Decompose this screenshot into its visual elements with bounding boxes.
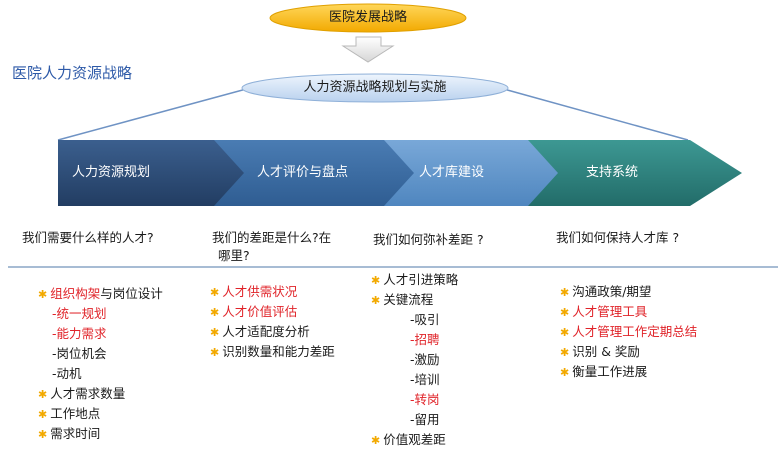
funnel-line-right [499,87,689,141]
bullet-icon: ✱ [560,326,570,339]
col3-item: -吸引 [410,312,440,327]
col3-item: ✱人才引进策略 [371,270,458,290]
question-1: 我们需要什么样的人才? [22,230,154,245]
col1-item-org-rest: 与岗位设计 [100,286,163,301]
bullet-icon: ✱ [371,294,381,307]
bullet-icon: ✱ [38,408,48,421]
col4-item: ✱人才管理工作定期总结 [560,322,697,342]
col2-item-text: 人才适配度分析 [222,324,310,339]
col1-item-text: 需求时间 [50,426,101,441]
col3-item-text: 关键流程 [383,292,434,307]
col3-item-text: 价值观差距 [383,432,446,447]
bullet-icon: ✱ [210,346,220,359]
top-strategy-label: 医院发展战略 [328,10,407,25]
col1-item: -动机 [52,366,82,381]
stage-label-4: 支持系统 [586,165,639,180]
col2-item-text: 人才价值评估 [222,304,298,319]
col3-item: -招聘 [410,332,440,347]
stage-chevron-1 [58,140,248,206]
col4-item-text: 人才管理工作定期总结 [572,324,698,339]
bullet-icon: ✱ [560,366,570,379]
col2-item-text: 人才供需状况 [222,284,298,299]
bullet-icon: ✱ [371,434,381,447]
col1-item: ✱工作地点 [38,404,100,424]
bullet-icon: ✱ [38,388,48,401]
bullet-icon: ✱ [210,306,220,319]
col4-item-text: 衡量工作进展 [572,364,648,379]
col1-item: -能力需求 [52,326,107,341]
bullet-icon: ✱ [210,286,220,299]
subtitle-label: 人力资源战略规划与实施 [303,80,447,95]
col4-item: ✱衡量工作进展 [560,362,647,382]
stage-chevron-3 [384,140,562,206]
stage-label-2: 人才评价与盘点 [257,165,349,180]
col1-item: -岗位机会 [52,346,107,361]
stage-label-1: 人力资源规划 [72,165,151,180]
col3-item: ✱关键流程 [371,290,433,310]
col3-item: -激励 [410,352,440,367]
bullet-icon: ✱ [38,288,48,301]
col3-item: -留用 [410,412,440,427]
col1-item-text: 工作地点 [50,406,101,421]
bullet-icon: ✱ [210,326,220,339]
col4-item-text: 沟通政策/期望 [572,284,652,299]
col1-item-text: 人才需求数量 [50,386,126,401]
stage-chevron-4 [528,140,742,206]
col4-item: ✱沟通政策/期望 [560,282,651,302]
subtitle-oval [241,73,509,103]
question-4: 我们如何保持人才库 ? [556,230,680,245]
col2-item: ✱人才适配度分析 [210,322,310,342]
stage-chevron-2 [214,140,418,206]
question-3: 我们如何弥补差距 ? [373,232,484,247]
bullet-icon: ✱ [560,346,570,359]
bullet-icon: ✱ [38,428,48,441]
side-title: 医院人力资源战略 [12,64,133,82]
stage-label-3: 人才库建设 [419,165,485,180]
bullet-icon: ✱ [371,274,381,287]
col4-item: ✱人才管理工具 [560,302,647,322]
bullet-icon: ✱ [560,306,570,319]
col3-item: ✱价值观差距 [371,430,446,450]
top-strategy-oval [269,3,467,33]
col3-item: -培训 [410,372,440,387]
col3-item-text: 人才引进策略 [383,272,459,287]
col1-item: ✱需求时间 [38,424,100,444]
col1-item: ✱人才需求数量 [38,384,125,404]
question-2-cont: 哪里? [218,248,250,263]
col2-item-text: 识别数量和能力差距 [222,344,335,359]
col4-item-text: 人才管理工具 [572,304,648,319]
col4-item: ✱识别 & 奖励 [560,342,640,362]
funnel-line-left [57,87,251,141]
col1-item-org: ✱组织构架与岗位设计 [38,284,163,304]
col2-item: ✱人才供需状况 [210,282,297,302]
col1-item: -统一规划 [52,306,107,321]
down-arrow-icon [341,36,395,63]
question-2: 我们的差距是什么?在 [212,230,332,245]
col2-item: ✱人才价值评估 [210,302,297,322]
col3-item: -转岗 [410,392,440,407]
col1-item-org-red: 组织构架 [50,286,101,301]
col4-item-text: 识别 & 奖励 [572,344,640,359]
bullet-icon: ✱ [560,286,570,299]
col2-item: ✱识别数量和能力差距 [210,342,335,362]
